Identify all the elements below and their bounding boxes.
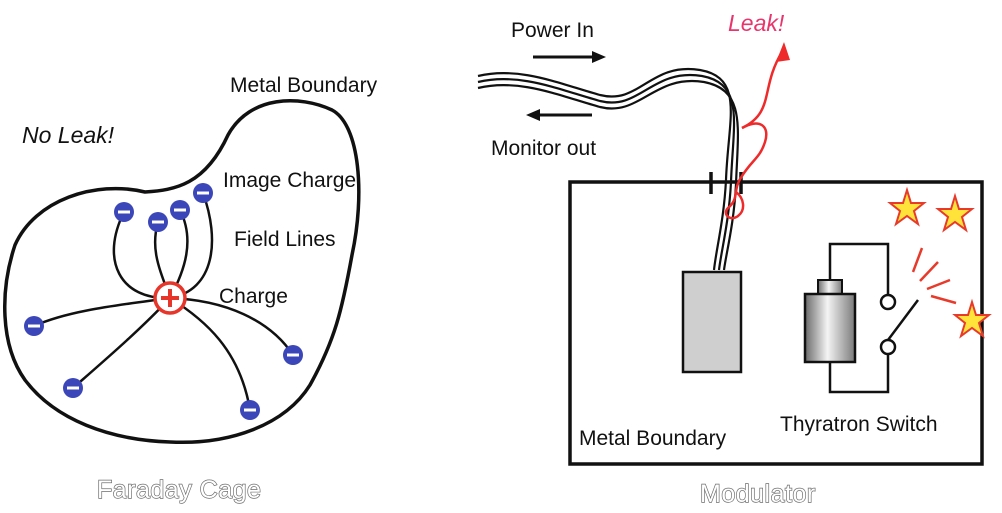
spark-rays xyxy=(911,247,957,305)
modulator-gray-block xyxy=(681,270,743,374)
modulator-caption: Modulator xyxy=(700,480,816,508)
modulator-metal-boundary-box xyxy=(568,180,984,466)
faraday-metal-boundary-outline xyxy=(3,99,361,445)
thyratron-tube-cap xyxy=(817,279,843,295)
leak-path-arrow-line xyxy=(741,51,784,130)
switch-lever xyxy=(887,299,919,341)
leak-wire xyxy=(724,122,768,220)
faraday-metal-boundary-label: Metal Boundary xyxy=(230,74,378,97)
cable-wire xyxy=(477,73,736,271)
spark-star-icon xyxy=(887,186,927,227)
switch-contact-top xyxy=(879,293,897,311)
no-leak-label: No Leak! xyxy=(22,122,115,148)
image-charges xyxy=(24,183,303,420)
charge-label: Charge xyxy=(219,285,288,308)
monitor-out-arrow xyxy=(526,109,592,121)
image-charge-ion xyxy=(193,183,213,203)
image-charge-label: Image Charge xyxy=(223,169,356,192)
faraday-cage-diagram: No Leak! Metal Boundary Image Charge Fie… xyxy=(3,74,378,505)
switch-contact-bottom xyxy=(879,338,897,356)
spark-star-icon xyxy=(935,192,975,233)
power-in-arrow xyxy=(533,51,606,63)
positive-charge xyxy=(153,281,187,315)
modulator-diagram: Power In Monitor out Leak! Metal Boundar… xyxy=(477,10,992,509)
image-charge-ion xyxy=(170,200,190,220)
image-charge-ion xyxy=(114,202,134,222)
faraday-cage-caption: Faraday Cage xyxy=(97,476,261,504)
field-line xyxy=(33,296,171,328)
thyratron-wire-top xyxy=(828,242,890,296)
image-charge-ion xyxy=(24,316,44,336)
monitor-out-label: Monitor out xyxy=(491,137,596,160)
image-charge-ion xyxy=(283,345,303,365)
image-charge-ion xyxy=(148,212,168,232)
modulator-metal-boundary-label: Metal Boundary xyxy=(579,427,727,450)
thyratron-tube-body xyxy=(803,292,857,364)
cable-wire xyxy=(477,79,740,271)
image-charge-ion xyxy=(63,378,83,398)
cable-wire xyxy=(477,67,732,271)
field-line xyxy=(169,296,295,356)
image-charge-ion xyxy=(240,400,260,420)
thyratron-switch-label: Thyratron Switch xyxy=(780,413,938,436)
power-in-label: Power In xyxy=(511,19,594,42)
cable-bundle xyxy=(477,67,740,271)
field-line xyxy=(169,296,252,411)
leak-label: Leak! xyxy=(728,10,785,36)
spark-star-icon xyxy=(952,298,992,339)
field-lines-label: Field Lines xyxy=(234,228,336,251)
thyratron-circuit xyxy=(828,242,890,394)
thyratron-wire-bottom xyxy=(828,352,890,394)
leak-arrowhead xyxy=(776,42,790,62)
